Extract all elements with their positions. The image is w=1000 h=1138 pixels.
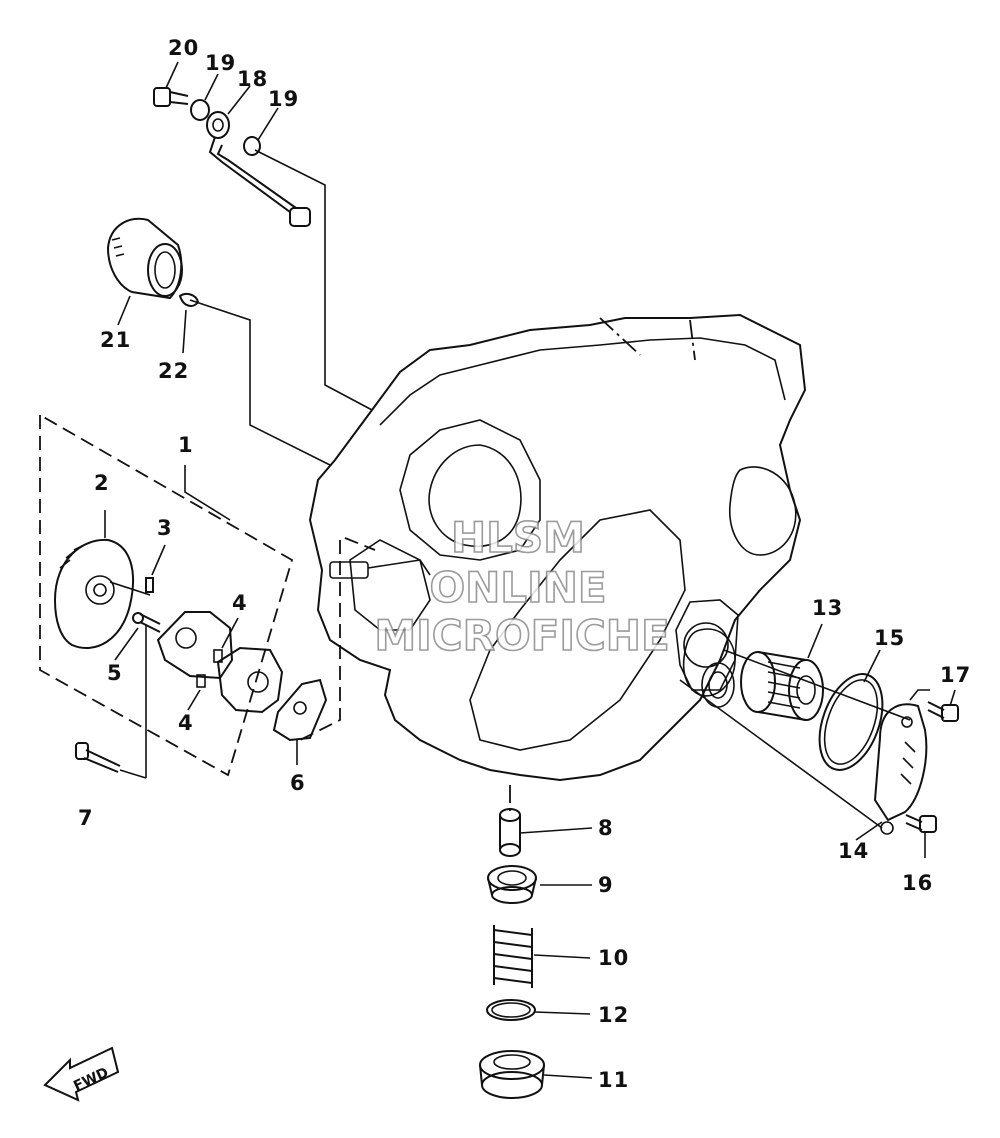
- label-part-9: 9: [598, 873, 614, 897]
- label-part-19a: 19: [205, 51, 236, 75]
- part-labels: 1 2 3 4 4 5 6 7 8 9 10 12 11 13 15 17 14…: [78, 36, 971, 1092]
- label-part-10: 10: [598, 946, 629, 970]
- oil-pump-bolt: [75, 742, 121, 773]
- connection-lines: [109, 149, 930, 829]
- watermark-line-1: HLSM: [451, 513, 585, 562]
- label-part-14: 14: [838, 839, 869, 863]
- label-part-19b: 19: [268, 87, 299, 111]
- oil-pump-body: [156, 611, 284, 714]
- label-part-16: 16: [902, 871, 933, 895]
- oil-pump-pin: [145, 577, 154, 593]
- label-part-5: 5: [107, 661, 123, 685]
- label-part-11: 11: [598, 1068, 629, 1092]
- watermark-line-3: MICROFICHE: [374, 611, 669, 660]
- pump-drive-gear: [106, 217, 183, 300]
- compression-spring: [493, 925, 533, 988]
- label-part-13: 13: [812, 596, 843, 620]
- oil-filter-gasket: [675, 599, 739, 691]
- oil-pump-driven-gear: [53, 538, 134, 650]
- label-part-12: 12: [598, 1003, 629, 1027]
- label-part-17: 17: [940, 663, 971, 687]
- label-part-4a: 4: [232, 591, 248, 615]
- woodruff-key: [178, 293, 200, 307]
- label-part-18: 18: [237, 67, 268, 91]
- label-part-22: 22: [158, 359, 189, 383]
- oil-delivery-pipe: [153, 87, 311, 227]
- label-part-6: 6: [290, 771, 306, 795]
- watermark: HLSM ONLINE MICROFICHE: [374, 512, 671, 661]
- oil-pump-assembly-outline: [39, 414, 294, 777]
- forward-direction-badge: FWD: [43, 1046, 120, 1102]
- watermark-line-2: ONLINE: [429, 563, 606, 612]
- filter-cover-bolt-17: [927, 701, 959, 722]
- filter-cover-bolt-16: [905, 814, 937, 833]
- label-part-15: 15: [874, 626, 905, 650]
- oil-filter-cover: [873, 703, 928, 835]
- label-part-8: 8: [598, 816, 614, 840]
- dowel-pin-lower: [196, 674, 206, 688]
- drain-plug: [479, 1050, 545, 1099]
- label-part-20: 20: [168, 36, 199, 60]
- drain-plug-pipe: [499, 808, 521, 857]
- o-ring-plug: [486, 999, 536, 1021]
- label-part-21: 21: [100, 328, 131, 352]
- oil-filter-element: [740, 651, 824, 721]
- dowel-pin-upper: [213, 649, 223, 663]
- oil-pump-gasket: [272, 678, 328, 742]
- label-part-1: 1: [178, 433, 194, 457]
- label-part-7: 7: [78, 806, 94, 830]
- label-part-2: 2: [94, 471, 110, 495]
- fwd-label: FWD: [71, 1065, 111, 1095]
- label-part-3: 3: [157, 516, 173, 540]
- label-leaders: [104, 61, 956, 1079]
- strainer-cap: [487, 865, 537, 904]
- oil-pump-screw: [132, 612, 161, 633]
- label-part-4b: 4: [178, 711, 194, 735]
